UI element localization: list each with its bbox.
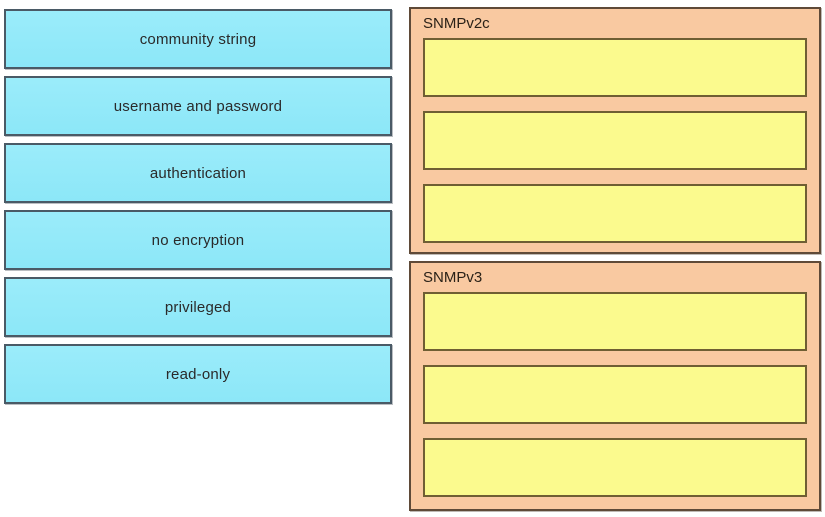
snmpv3-slot-1[interactable] <box>423 292 807 351</box>
snmpv2c-slot-3[interactable] <box>423 184 807 243</box>
term-privileged[interactable]: privileged <box>4 277 392 337</box>
snmpv3-group: SNMPv3 <box>409 261 821 511</box>
snmpv2c-slot-1[interactable] <box>423 38 807 97</box>
term-username-and-password[interactable]: username and password <box>4 76 392 136</box>
terms-column: community string username and password a… <box>4 9 392 411</box>
term-authentication[interactable]: authentication <box>4 143 392 203</box>
term-no-encryption[interactable]: no encryption <box>4 210 392 270</box>
snmpv2c-group-title: SNMPv2c <box>423 15 490 32</box>
snmpv3-slot-3[interactable] <box>423 438 807 497</box>
term-label: privileged <box>164 298 232 316</box>
term-label: authentication <box>149 164 247 182</box>
snmpv2c-group: SNMPv2c <box>409 7 821 254</box>
term-community-string[interactable]: community string <box>4 9 392 69</box>
snmpv2c-slot-2[interactable] <box>423 111 807 170</box>
snmpv3-slot-2[interactable] <box>423 365 807 424</box>
term-label: username and password <box>113 97 283 115</box>
term-label: no encryption <box>151 231 245 249</box>
term-read-only[interactable]: read-only <box>4 344 392 404</box>
snmpv3-group-title: SNMPv3 <box>423 269 483 286</box>
term-label: community string <box>139 30 257 48</box>
term-label: read-only <box>165 365 231 383</box>
